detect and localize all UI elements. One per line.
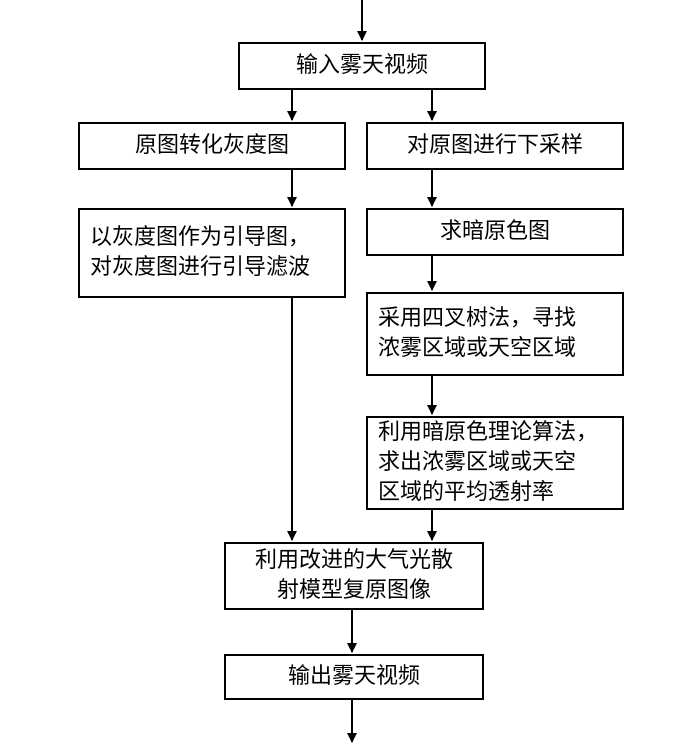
node-label-line: 区域的平均透射率 [378,479,555,505]
node-label-line: 原图转化灰度图 [134,133,289,159]
node-label-line: 求出浓雾区域或天空 [378,450,577,476]
node-label-line: 采用四叉树法，寻找 [378,306,577,332]
node-dark-channel: 求暗原色图 [366,208,624,256]
node-label-line: 利用暗原色理论算法， [378,420,599,446]
node-restore-image: 利用改进的大气光散射模型复原图像 [224,542,484,610]
node-input-video: 输入雾天视频 [238,42,486,90]
node-label-line: 对原图进行下采样 [406,133,583,159]
node-label-line: 利用改进的大气光散 [254,548,453,574]
node-label-line: 输出雾天视频 [287,664,420,690]
node-label-line: 射模型复原图像 [276,578,431,603]
node-label-line: 浓雾区域或天空区域 [378,336,577,361]
node-downsample: 对原图进行下采样 [366,122,624,170]
node-guided-filter: 以灰度图作为引导图， 对灰度图进行引导滤波 [78,208,346,298]
node-label-line: 求暗原色图 [439,219,550,245]
node-quadtree-search: 采用四叉树法，寻找浓雾区域或天空区域 [366,292,624,376]
node-label-line: 以灰度图作为引导图， [90,225,311,251]
node-average-transmission: 利用暗原色理论算法， 求出浓雾区域或天空区域的平均透射率 [366,416,624,510]
node-label-line: 对灰度图进行引导滤波 [90,255,311,280]
node-output-video: 输出雾天视频 [224,654,484,700]
node-grayscale-convert: 原图转化灰度图 [78,122,346,170]
node-label-line: 输入雾天视频 [295,53,428,79]
